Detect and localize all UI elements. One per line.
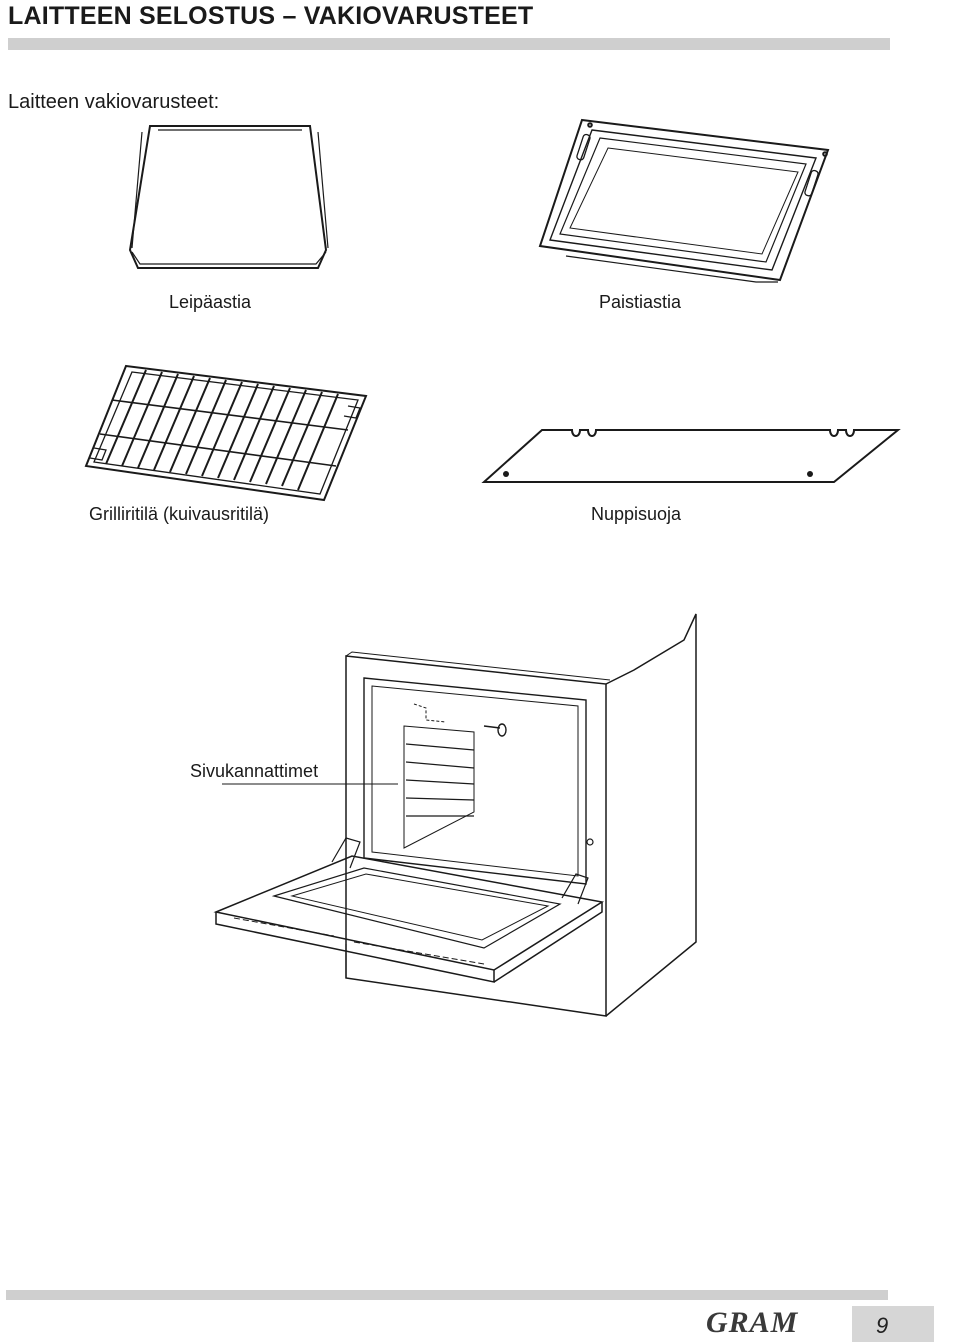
baking-tray-icon [128,125,329,269]
oven-side-supports-icon [213,613,697,1017]
page-number: 9 [876,1313,889,1338]
grill-rack-icon [84,364,368,502]
knob-guard-icon [481,429,901,483]
brand-logo: GRAM [706,1306,799,1339]
page-number-box [852,1306,934,1342]
section-subtitle: Laitteen vakiovarusteet: [8,91,220,113]
page-title: LAITTEEN SELOSTUS – VAKIOVARUSTEET [8,2,534,30]
footer-rule [6,1290,888,1300]
caption-grill-rack: Grilliritilä (kuivausritilä) [88,504,270,524]
caption-baking-tray: Leipäastia [168,292,252,312]
roasting-pan-icon [538,118,830,283]
label-side-supports: Sivukannattimet [190,761,319,781]
caption-roasting-pan: Paistiastia [598,292,682,312]
header-rule [8,38,890,50]
label-leader-line [222,783,398,785]
caption-knob-guard: Nuppisuoja [590,504,682,524]
